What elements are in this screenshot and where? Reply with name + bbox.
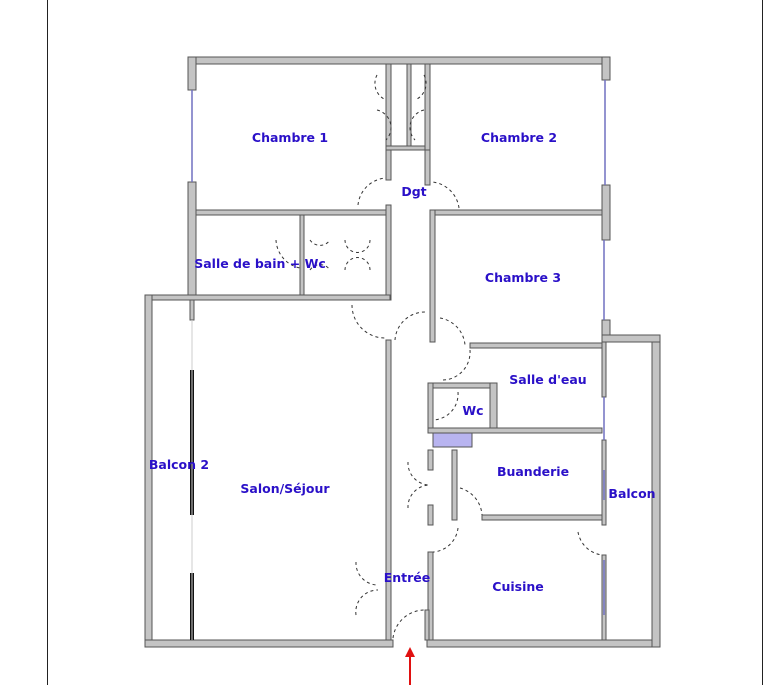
label-salle-d-eau: Salle d'eau <box>509 372 586 387</box>
windows <box>191 80 606 615</box>
page-border-right <box>762 0 763 685</box>
walls <box>144 56 661 648</box>
duct-box <box>432 432 473 448</box>
label-entree: Entrée <box>384 570 431 585</box>
label-wc: Wc <box>462 403 483 418</box>
label-chambre-1: Chambre 1 <box>252 130 328 145</box>
label-chambre-3: Chambre 3 <box>485 270 561 285</box>
label-buanderie: Buanderie <box>497 464 569 479</box>
label-cuisine: Cuisine <box>492 579 543 594</box>
room-labels: Chambre 1 Chambre 2 Dgt Salle de bain + … <box>149 130 656 594</box>
label-dgt: Dgt <box>401 184 426 199</box>
label-balcon: Balcon <box>608 486 655 501</box>
label-chambre-2: Chambre 2 <box>481 130 557 145</box>
page-border-left <box>47 0 48 685</box>
entry-arrow <box>405 647 415 685</box>
label-salon-sejour: Salon/Séjour <box>240 481 330 496</box>
label-salle-de-bain: Salle de bain + Wc <box>194 256 326 271</box>
doors <box>275 74 603 639</box>
label-balcon-2: Balcon 2 <box>149 457 209 472</box>
